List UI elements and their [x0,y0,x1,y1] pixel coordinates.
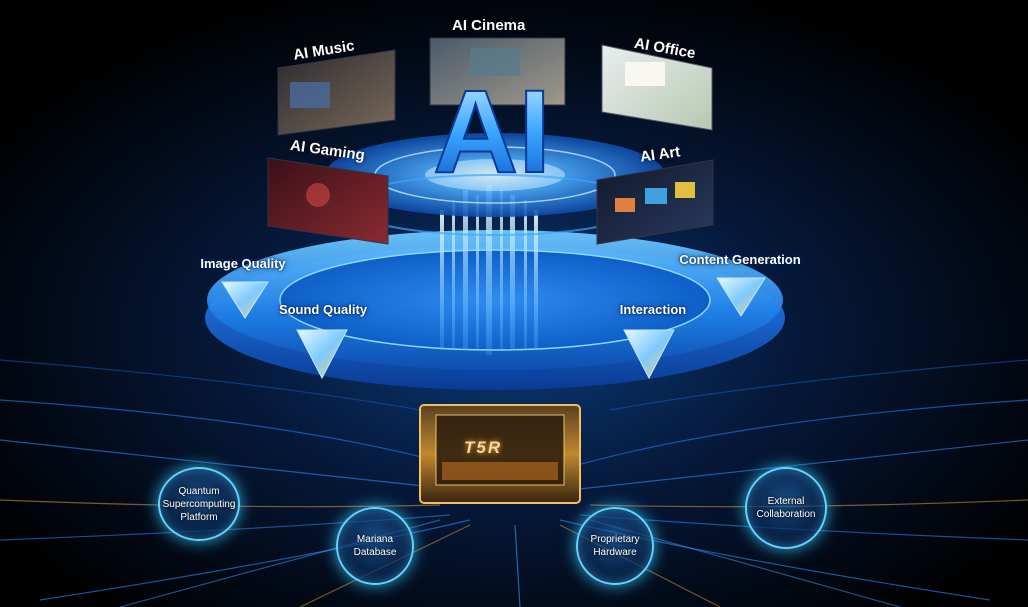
bubble-quantum-supercomputing: Quantum Supercomputing Platform [158,467,240,541]
label-sound-quality: Sound Quality [278,302,368,317]
ai-ring [325,133,665,236]
gem-content-generation [716,277,766,317]
label-ai-cinema: AI Cinema [452,17,526,34]
gem-image-quality [221,281,269,319]
bubble-line: Database [353,547,397,558]
label-interaction: Interaction [619,302,687,317]
bubble-mariana-database: Mariana Database [336,507,414,585]
panel-ai-music [277,49,396,136]
t5r-chip [419,404,581,504]
gem-sound-quality [296,329,348,380]
bubble-line: Mariana [356,534,394,545]
bubble-proprietary-hardware: Proprietary Hardware [576,507,654,585]
bubble-line: Collaboration [756,509,816,520]
bubble-line: Proprietary [590,534,640,545]
bubble-line: External [767,496,805,507]
bubble-line: Platform [180,511,218,523]
ai-logo: AI [432,65,552,199]
capability-gems [221,277,766,380]
gem-interaction [623,329,675,380]
scenario-panels [267,37,714,245]
chip-label: T5R [464,438,503,457]
bubble-external-collaboration: External Collaboration [745,467,827,549]
data-beams [440,185,538,355]
bubble-line: Quantum [178,485,220,497]
bubble-line: Hardware [593,547,637,558]
ai-title: AI [433,66,551,198]
label-image-quality: Image Quality [200,256,286,271]
bubble-line: Supercomputing [162,498,236,510]
label-content-generation: Content Generation [679,252,801,267]
